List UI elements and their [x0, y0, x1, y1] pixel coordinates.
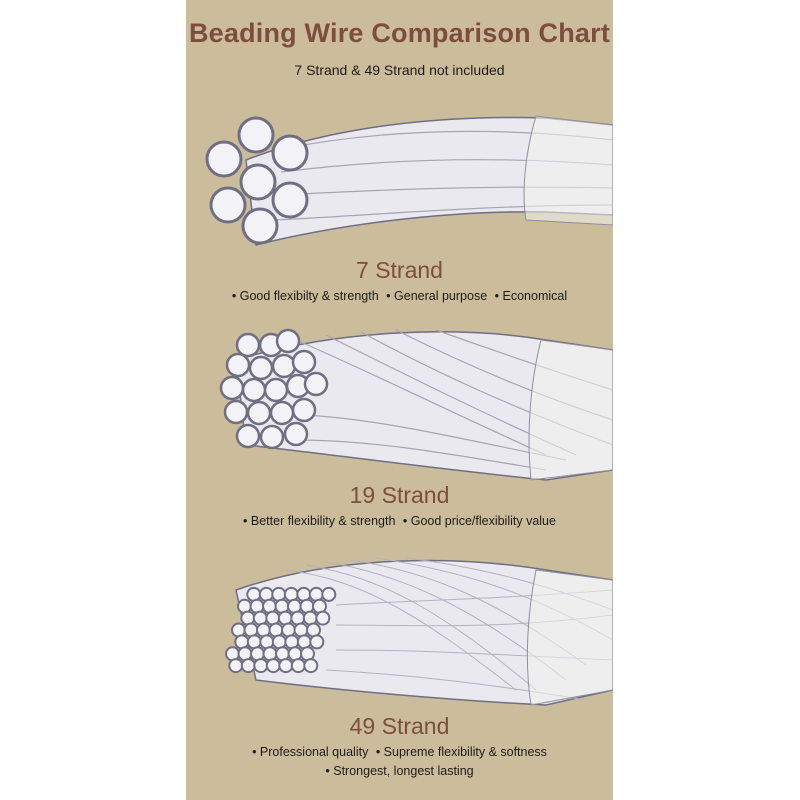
chart-subtitle: 7 Strand & 49 Strand not included	[294, 62, 505, 78]
section-features-7-strand: • Good flexibilty & strength • General p…	[186, 287, 613, 306]
section-features-19-strand: • Better flexibility & strength • Good p…	[186, 512, 613, 531]
wire-strand-end	[240, 658, 256, 674]
wire-strand-end	[228, 658, 244, 674]
section-heading-19-strand: 19 Strand	[349, 482, 450, 508]
feature-item: • Professional quality	[252, 745, 369, 759]
wire-19-strand-illustration	[219, 328, 613, 481]
feature-item: • Economical	[494, 289, 568, 303]
wire-strand-end	[278, 658, 294, 674]
feature-item: • Good price/flexibility value	[402, 514, 556, 528]
wire-strand-end	[321, 586, 337, 602]
wire-strand-end	[315, 610, 331, 626]
feature-item: • Good flexibilty & strength	[231, 289, 379, 303]
wire-strand-end	[265, 658, 281, 674]
feature-item: • Supreme flexibility & softness	[375, 745, 547, 759]
chart-title: Beading Wire Comparison Chart	[188, 18, 611, 48]
section-heading-49-strand: 49 Strand	[349, 713, 450, 739]
wire-49-strand-illustration	[225, 557, 613, 706]
section-features-49-strand: • Professional quality • Supreme flexibi…	[186, 743, 613, 781]
wire-strand-end	[290, 658, 306, 674]
feature-item: • Better flexibility & strength	[243, 514, 396, 528]
chart-panel: Beading Wire Comparison Chart 7 Strand &…	[186, 0, 613, 800]
feature-item: • Strongest, longest lasting	[325, 764, 474, 778]
wire-strand-end	[309, 634, 325, 650]
feature-item: • General purpose	[386, 289, 488, 303]
wire-7-strand-illustration	[205, 115, 613, 246]
section-heading-7-strand: 7 Strand	[356, 257, 443, 283]
wire-strand-end	[303, 658, 319, 674]
wire-strand-end	[253, 658, 269, 674]
